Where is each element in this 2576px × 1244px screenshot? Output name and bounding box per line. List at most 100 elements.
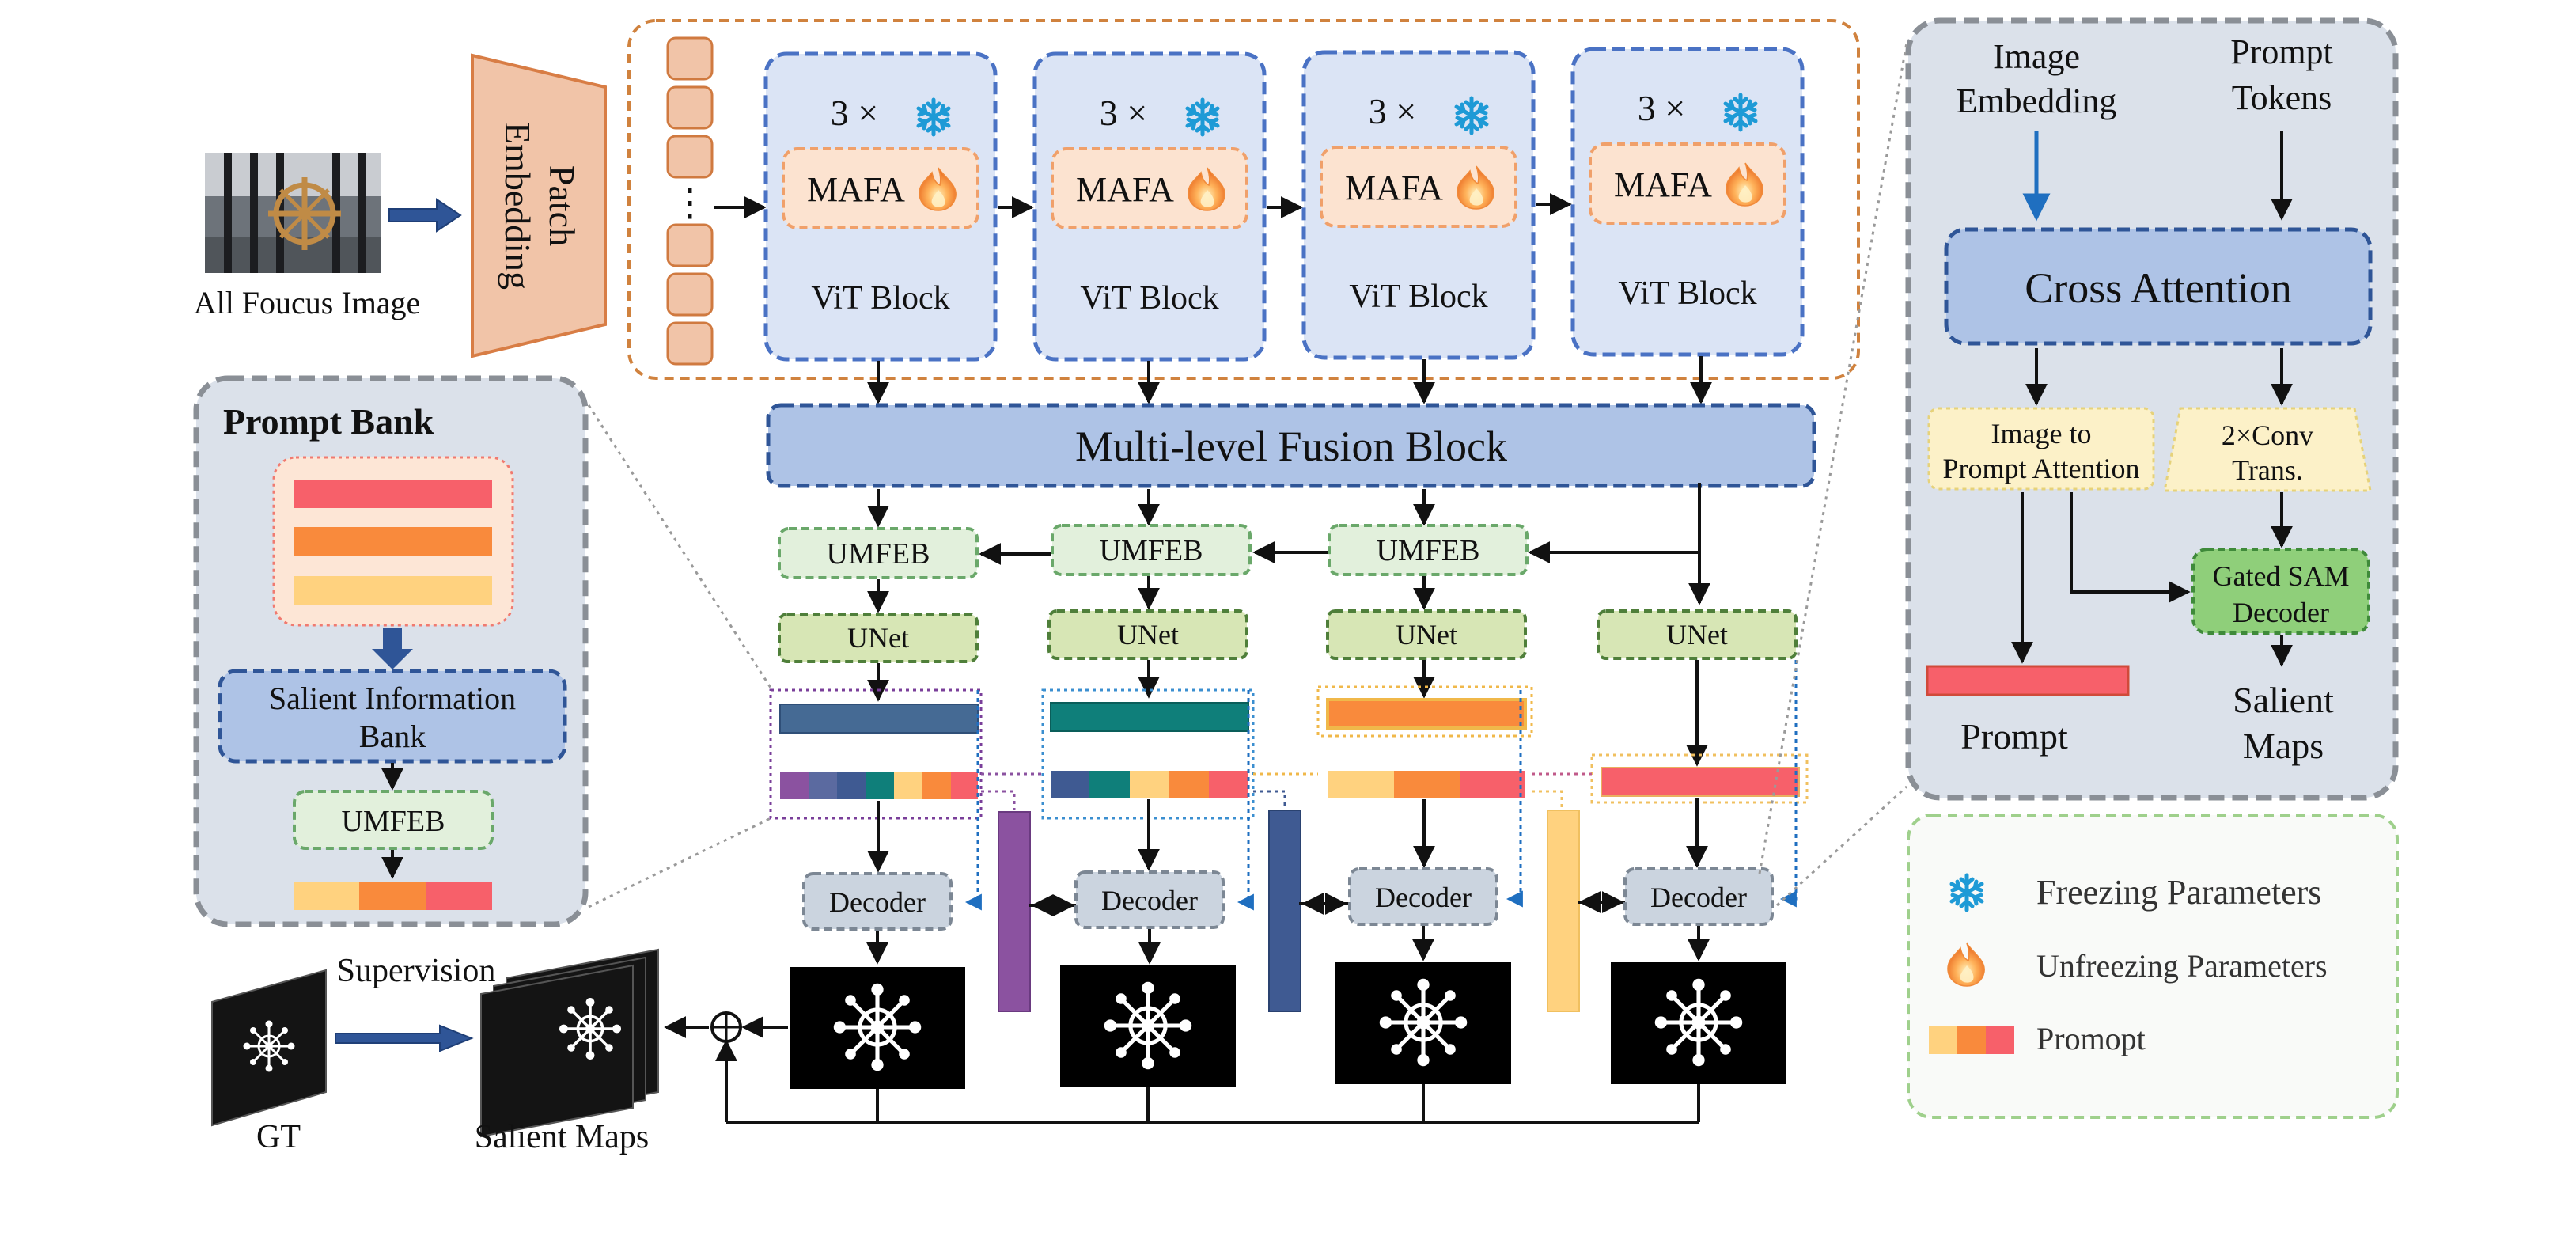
unet-1: UNet bbox=[778, 613, 979, 663]
unet-2: UNet bbox=[1047, 609, 1248, 660]
unet-3: UNet bbox=[1326, 609, 1527, 660]
cross-attention-block bbox=[1944, 227, 2373, 346]
fusion-label: Multi-level Fusion Block bbox=[1075, 423, 1507, 470]
decoder-4: Decoder bbox=[1623, 867, 1774, 926]
supervision-caption: Supervision bbox=[337, 953, 496, 989]
decoder-4-label: Decoder bbox=[1650, 882, 1747, 913]
vit-block-4-label: ViT Block bbox=[1618, 275, 1756, 312]
vit-block-2-multiplier: 3 × bbox=[1100, 93, 1147, 133]
stacked-salient-maps bbox=[480, 948, 659, 1138]
prompt-bank-umfeb bbox=[293, 790, 494, 850]
input-image bbox=[205, 153, 381, 273]
vit-block-2: 3 × MAFA ViT Block bbox=[1035, 54, 1264, 359]
output-prompt-bar bbox=[1926, 665, 2130, 696]
umfeb-1-label: UMFEB bbox=[827, 537, 930, 571]
column-4-feature-bar bbox=[1601, 767, 1800, 797]
cross-attention-label: Cross Attention bbox=[2025, 264, 2292, 312]
patch-embedding-line2: Embedding bbox=[498, 122, 538, 290]
unet-2-label: UNet bbox=[1117, 619, 1179, 650]
gated-sam-decoder bbox=[2191, 548, 2370, 635]
strip-to-decoder-arrows bbox=[867, 798, 1708, 873]
fusion-to-umfeb-arrows bbox=[867, 483, 1710, 605]
vit-block-1-label: ViT Block bbox=[811, 280, 949, 317]
encoder-container bbox=[627, 19, 1860, 380]
prompt-bank-umfeb-label: UMFEB bbox=[342, 805, 445, 838]
vit-block-4-multiplier: 3 × bbox=[1638, 88, 1685, 128]
gt-image bbox=[211, 969, 327, 1127]
yellow-prompt-pillar bbox=[1547, 810, 1580, 1012]
right-panel-flow-arrows bbox=[2011, 492, 2293, 667]
gated-line1: Gated SAM bbox=[2213, 560, 2350, 592]
legend-prompt: Promopt bbox=[2036, 1021, 2146, 1056]
decoder-3: Decoder bbox=[1348, 867, 1498, 926]
i2p-line2: Prompt Attention bbox=[1942, 453, 2139, 484]
output-map-3 bbox=[1335, 962, 1511, 1084]
patch-tokens bbox=[666, 36, 714, 366]
salient-bank-line1: Salient Information bbox=[269, 681, 516, 716]
patch-embedding-line1: Patch bbox=[542, 165, 582, 246]
legend-unfreezing: Unfreezing Parameters bbox=[2036, 948, 2328, 984]
decoder-2: Decoder bbox=[1074, 870, 1225, 929]
vit-block-2-mafa: MAFA bbox=[1076, 170, 1174, 209]
decoder-1: Decoder bbox=[802, 872, 953, 931]
conv-line1: 2×Conv bbox=[2222, 419, 2313, 451]
output-map-2 bbox=[1060, 965, 1236, 1087]
column-1-feature-bar bbox=[779, 704, 979, 734]
vit-block-4: 3 × MAFA ViT Block bbox=[1573, 49, 1802, 355]
vit-block-3-label: ViT Block bbox=[1349, 279, 1487, 315]
vit-block-3-multiplier: 3 × bbox=[1369, 91, 1416, 131]
image-to-prompt-attention bbox=[1927, 407, 2155, 491]
unet-3-label: UNet bbox=[1396, 619, 1457, 650]
supervision-arrow bbox=[335, 1024, 474, 1052]
prompt-output-label: Prompt bbox=[1960, 716, 2068, 757]
vit-to-fusion-arrows bbox=[867, 356, 1712, 404]
vit-chain-arrows bbox=[998, 193, 1572, 218]
image-embedding-line2: Embedding bbox=[1957, 82, 2117, 120]
decoder-to-output-arrows bbox=[866, 926, 1710, 965]
decoder-1-label: Decoder bbox=[829, 886, 926, 918]
purple-prompt-pillar bbox=[998, 811, 1031, 1012]
prompt-bank-orange-bar bbox=[294, 527, 492, 556]
decoder-2-label: Decoder bbox=[1101, 885, 1198, 916]
legend-box bbox=[1907, 814, 2399, 1119]
vit-block-4-mafa: MAFA bbox=[1614, 165, 1712, 204]
decoder-zoom-lines bbox=[1758, 42, 1908, 907]
column-3-prompt-strip bbox=[1328, 771, 1525, 798]
gt-caption: GT bbox=[256, 1119, 301, 1155]
patch-embedding-block: Patch Embedding bbox=[471, 53, 607, 358]
vit-block-2-label: ViT Block bbox=[1080, 280, 1218, 317]
legend-freezing: Freezing Parameters bbox=[2036, 873, 2321, 912]
vit-block-3-mafa: MAFA bbox=[1345, 169, 1443, 207]
vit-block-1-multiplier: 3 × bbox=[831, 93, 878, 133]
prompt-bank-output-strip bbox=[294, 882, 492, 910]
column-3-feature-bar bbox=[1326, 698, 1527, 730]
umfeb-3: UMFEB bbox=[1328, 524, 1529, 576]
vit-block-3: 3 × MAFA ViT Block bbox=[1304, 52, 1533, 358]
unet-1-label: UNet bbox=[847, 622, 909, 654]
vit-block-1-mafa: MAFA bbox=[807, 170, 905, 209]
aggregation-lines bbox=[664, 1016, 1700, 1124]
token-ellipsis: ⋮ bbox=[671, 182, 709, 224]
prompt-bank-yellow-bar bbox=[294, 576, 492, 605]
prompt-tokens-line1: Prompt bbox=[2230, 32, 2333, 71]
prompt-bank-down-arrow bbox=[372, 628, 413, 669]
input-image-caption: All Foucus Image bbox=[194, 285, 421, 320]
unet-4-label: UNet bbox=[1666, 619, 1728, 650]
decoder-3-label: Decoder bbox=[1375, 882, 1472, 913]
prompt-tokens-line2: Tokens bbox=[2232, 78, 2332, 117]
salient-information-bank bbox=[218, 669, 567, 764]
umfeb-2-label: UMFEB bbox=[1100, 534, 1203, 567]
image-embedding-line1: Image bbox=[1993, 37, 2080, 76]
prompt-bank-title: Prompt Bank bbox=[223, 401, 434, 442]
column-2-prompt-strip bbox=[1051, 771, 1248, 798]
vit-block-1: 3 × MAFA ViT Block bbox=[766, 54, 995, 359]
navy-prompt-pillar bbox=[1268, 810, 1301, 1012]
umfeb-1: UMFEB bbox=[778, 527, 979, 579]
conv-line2: Trans. bbox=[2232, 454, 2303, 486]
multi-level-fusion-block bbox=[766, 403, 1816, 488]
legend-prompt-swatch bbox=[1929, 1026, 2014, 1054]
column-3-feature-outline bbox=[1316, 685, 1533, 738]
pillar-inflow-arrows bbox=[1031, 891, 1625, 916]
column-4-group-outline bbox=[1590, 753, 1809, 804]
